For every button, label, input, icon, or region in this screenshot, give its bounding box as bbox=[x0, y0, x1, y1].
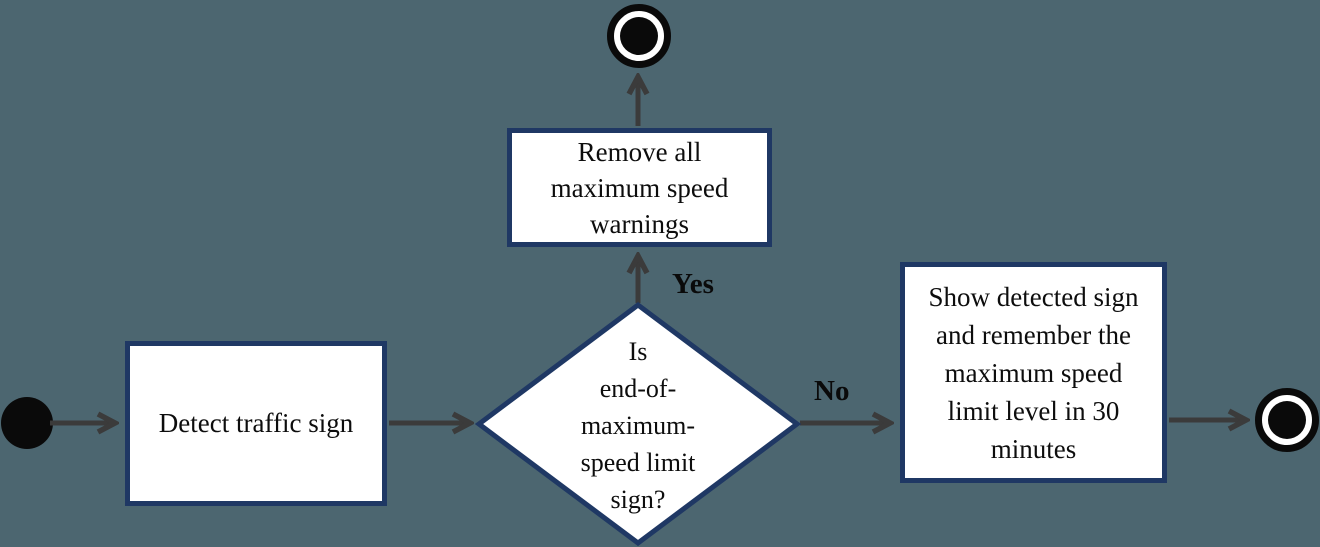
edge-label-yes: Yes bbox=[672, 268, 714, 300]
decision-diamond bbox=[474, 301, 802, 547]
final-node-right bbox=[1255, 388, 1319, 452]
action-detect-traffic-sign: Detect traffic sign bbox=[125, 341, 387, 506]
decision-node-label: Is end-of- maximum- speed limit sign? bbox=[580, 336, 696, 514]
action-detect-label: Detect traffic sign bbox=[158, 408, 354, 438]
final-node-top bbox=[607, 4, 671, 68]
action-show-label: Show detected sign and remember the maxi… bbox=[928, 281, 1139, 464]
action-remove-label: Remove all maximum speed warnings bbox=[550, 136, 729, 239]
initial-node bbox=[1, 397, 53, 449]
action-show-detected-sign: Show detected sign and remember the maxi… bbox=[900, 262, 1167, 483]
action-remove-warnings: Remove all maximum speed warnings bbox=[507, 128, 772, 247]
decision-node-label-container: Is end-of- maximum- speed limit sign? bbox=[519, 325, 757, 525]
edge-label-no: No bbox=[814, 375, 850, 407]
